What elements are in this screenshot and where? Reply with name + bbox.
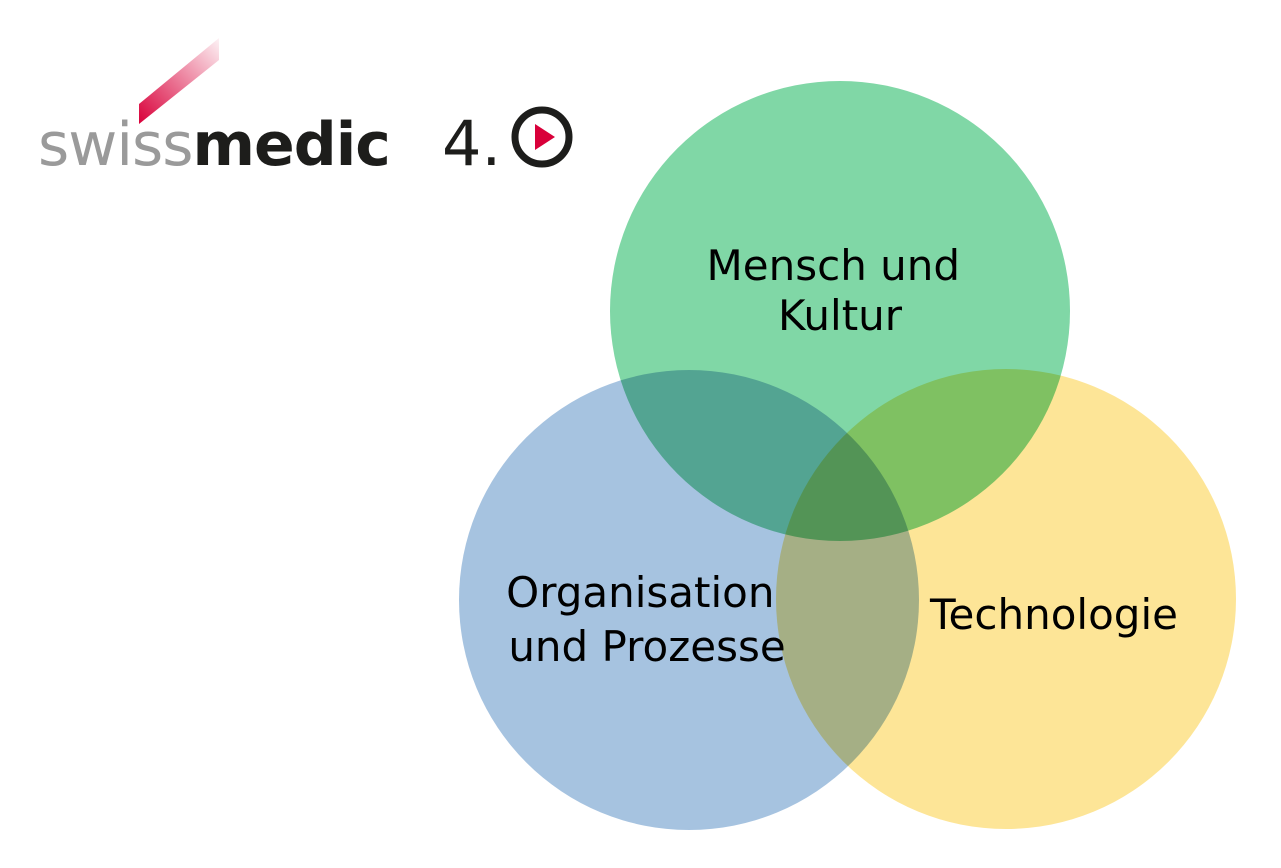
label-line: und Prozesse (508, 622, 785, 671)
label-line: Technologie (929, 590, 1178, 639)
logo-version: 4. (442, 107, 501, 180)
circle-technologie (776, 369, 1236, 829)
logo-text-swiss: swiss (38, 110, 193, 180)
swissmedic-logo: swissmedic 4. (38, 38, 573, 180)
logo-text-medic: medic (193, 110, 390, 180)
play-circle-icon (511, 106, 573, 168)
label-mensch-und-kultur: Mensch und Kultur (707, 241, 974, 340)
label-line: Organisation (506, 568, 774, 617)
label-organisation-und-prozesse: Organisation und Prozesse (506, 568, 788, 671)
label-line: Kultur (778, 291, 903, 340)
logo-slash (139, 38, 219, 124)
circle-organisation-und-prozesse (459, 370, 919, 830)
svg-text:swissmedic: swissmedic (38, 110, 390, 180)
label-line: Mensch und (707, 241, 961, 290)
label-technologie: Technologie (929, 590, 1178, 639)
